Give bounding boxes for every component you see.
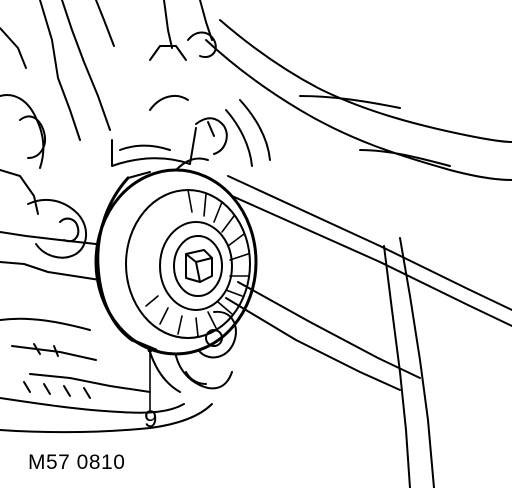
tensioner-bracket xyxy=(111,0,228,171)
pulley-outer-rim xyxy=(94,168,258,356)
drive-belt xyxy=(225,175,512,488)
engine-block-outline xyxy=(0,0,213,434)
idler-pulley xyxy=(94,168,258,356)
hose-pipe xyxy=(205,19,512,181)
pulley-ribs xyxy=(145,189,249,337)
pulley-hub xyxy=(159,221,233,311)
callout-number-9: 9 xyxy=(144,406,158,433)
lower-mount xyxy=(149,310,237,393)
figure-code: M57 0810 xyxy=(28,451,126,474)
pulley-centre-bolt xyxy=(185,249,213,283)
